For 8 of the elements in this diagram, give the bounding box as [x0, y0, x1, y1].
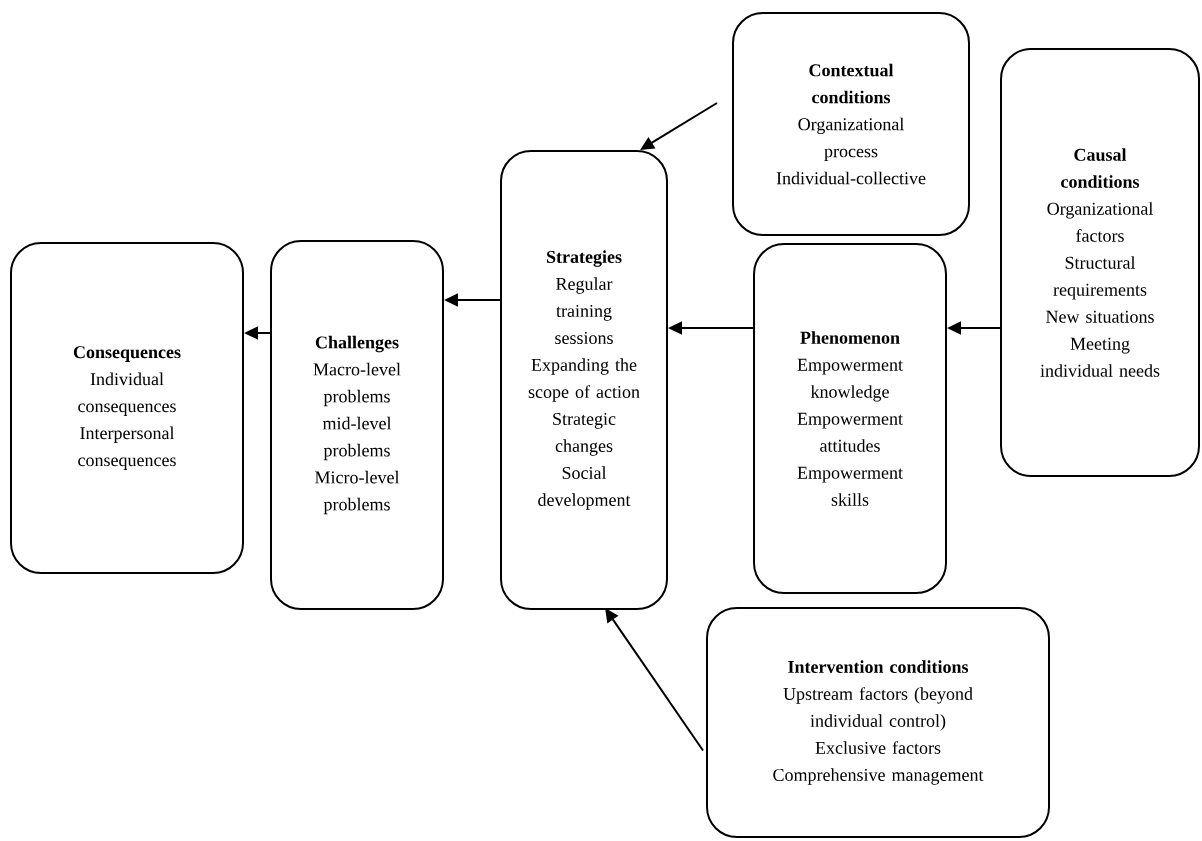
- arrow: [605, 608, 704, 752]
- rounded-box: Intervention conditions Upstream factors (beyond individual control) Exclusive factors Comprehensive management: [706, 607, 1050, 838]
- rounded-box: Causal conditions Organizational factors Structural requirements New situations Meeting individual needs: [1000, 48, 1200, 477]
- rounded-box: Consequences Individual consequences Interpersonal consequences: [10, 242, 244, 574]
- rounded-box: Challenges Macro-level problems mid-level problems Micro-level problems: [270, 240, 444, 610]
- rounded-box: Phenomenon Empowerment knowledge Empowerment attitudes Empowerment skills: [753, 243, 947, 594]
- rounded-box: Contextual conditions Organizational process Individual-collective: [732, 12, 970, 236]
- rounded-box: Strategies Regular training sessions Expanding the scope of action Strategic changes Social development: [500, 150, 668, 610]
